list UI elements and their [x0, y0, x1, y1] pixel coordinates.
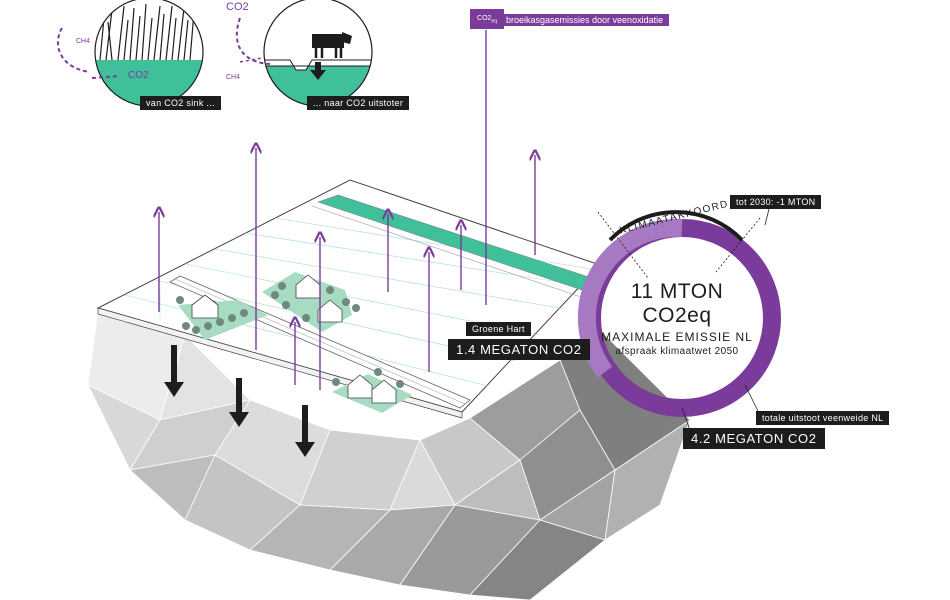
target-label: tot 2030: -1 MTON	[730, 195, 822, 209]
emission-arrows	[159, 148, 535, 390]
ring-unit: CO2eq	[642, 304, 712, 327]
emitter-caption: ... naar CO2 uitstoter	[307, 96, 410, 110]
tag-subscript: eq	[491, 18, 497, 25]
houses	[191, 274, 397, 404]
inset-sink	[95, 0, 203, 106]
region-emission-label: 1.4 MEGATON CO2	[448, 339, 590, 360]
down-arrows	[164, 345, 315, 457]
ring-center-text: 11 MTON CO2eq MAXIMALE EMISSIE NL afspra…	[585, 280, 769, 358]
sink-co2-label: CO2	[128, 70, 149, 81]
ring-subtitle: MAXIMALE EMISSIE NL	[601, 330, 753, 344]
rock-base	[87, 309, 691, 600]
sink-ch4-label: CH4	[76, 38, 91, 45]
ring-note: afspraak klimaatwet 2050	[615, 346, 739, 357]
sink-caption: van CO2 sink ...	[140, 96, 221, 110]
emitter-co2-label: CO2	[226, 1, 249, 13]
emitter-ch4-label: CH4	[226, 74, 241, 81]
total-caption: totale uitstoot veenweide NL	[756, 411, 890, 425]
trees	[176, 282, 404, 388]
tag-formula: CO2	[477, 15, 492, 22]
total-emission-label: 4.2 MEGATON CO2	[683, 428, 825, 449]
emission-tag-label: broeikasgasemissies door veenoxidatie	[500, 14, 670, 26]
ring-value: 11 MTON	[630, 280, 724, 303]
region-name-label: Groene Hart	[466, 322, 531, 336]
co2eq-tag: CO2eq	[470, 9, 504, 29]
emission-ring	[577, 204, 781, 431]
inset-emitter	[264, 0, 372, 106]
